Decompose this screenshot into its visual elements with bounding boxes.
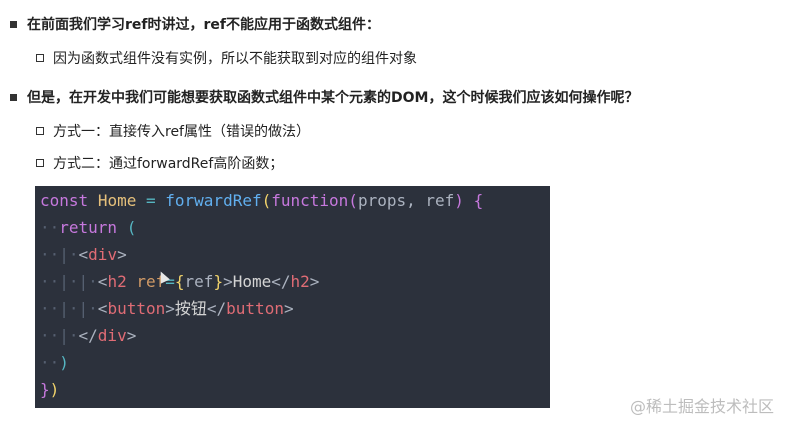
code-token: > [126,326,137,345]
code-token: > [117,245,127,264]
code-token: ref [136,272,166,291]
bullet-1-1: 因为函数式组件没有实例，所以不能获取到对应的组件对象 [36,48,417,68]
code-line-4: ··|·|·<h2 ref={ref}>Home</h2> [40,272,320,291]
bullet-1-1-text: 因为函数式组件没有实例，所以不能获取到对应的组件对象 [53,51,417,67]
bullet-2-text: 但是，在开发中我们可能想要获取函数式组件中某个元素的DOM，这个时候我们应该如何… [27,90,639,106]
hollow-square-bullet-icon [36,159,44,167]
code-token: button [107,299,166,318]
code-token: > [309,272,320,291]
code-token: ( [348,191,358,210]
code-token: h2 [107,272,127,291]
code-token: 按钮 [174,299,207,318]
code-line-1: const Home = forwardRef(function(props, … [40,188,483,214]
filled-square-bullet-icon [10,93,17,101]
bullet-1: 在前面我们学习ref时讲过，ref不能应用于函数式组件： [10,14,380,34]
code-token: forwardRef [165,191,262,210]
code-token: ( [261,191,272,210]
code-token: function [271,191,349,210]
code-token: > [223,272,233,291]
code-token: </ [206,299,227,318]
code-token: h2 [290,272,310,291]
code-token: = [145,191,156,210]
code-token: < [78,245,89,264]
code-block: const Home = forwardRef(function(props, … [35,186,550,408]
code-token: , [406,191,426,210]
hollow-square-bullet-icon [36,127,44,135]
hollow-square-bullet-icon [36,54,44,62]
bullet-2-1: 方式一：直接传入ref属性（错误的做法） [36,121,310,141]
code-token: div [97,326,127,345]
code-token: < [97,299,108,318]
code-token: } [213,272,224,291]
code-line-3: ··|·<div> [40,245,127,264]
watermark: @稀土掘金技术社区 [630,397,775,416]
filled-square-bullet-icon [10,20,17,28]
code-token: </ [78,326,98,345]
bullet-2-1-text: 方式一：直接传入ref属性（错误的做法） [53,124,310,140]
code-line-7: ··) [40,353,69,372]
code-token: props [357,191,407,210]
code-token: </ [271,272,291,291]
code-token: Home [97,191,137,210]
code-token: = [165,272,175,291]
code-token: { [174,272,185,291]
bullet-1-text: 在前面我们学习ref时讲过，ref不能应用于函数式组件： [27,17,380,33]
bullet-2-2: 方式二：通过forwardRef高阶函数； [36,153,283,173]
code-token: button [226,299,284,318]
code-line-6: ··|·</div> [40,326,137,345]
code-line-2: ··return ( [40,218,137,237]
code-line-5: ··|·|·<button>按钮</button> [40,299,294,318]
code-token: const [40,191,89,210]
code-token: return [59,218,118,237]
code-token: > [283,299,294,318]
code-token: ) [59,353,69,372]
code-token: ref [184,272,214,291]
code-token: > [165,299,175,318]
code-token: ref [425,191,455,210]
code-token: div [88,245,118,264]
code-token: < [97,272,108,291]
code-line-8: }) [40,377,59,403]
code-token: } [40,380,50,399]
bullet-2-2-text: 方式二：通过forwardRef高阶函数； [53,156,284,172]
code-token: ) [49,380,60,399]
bullet-2: 但是，在开发中我们可能想要获取函数式组件中某个元素的DOM，这个时候我们应该如何… [10,87,638,107]
code-token: ) [454,191,464,210]
code-token: ( [126,218,137,237]
code-token: { [473,191,484,210]
code-token: Home [232,272,272,291]
